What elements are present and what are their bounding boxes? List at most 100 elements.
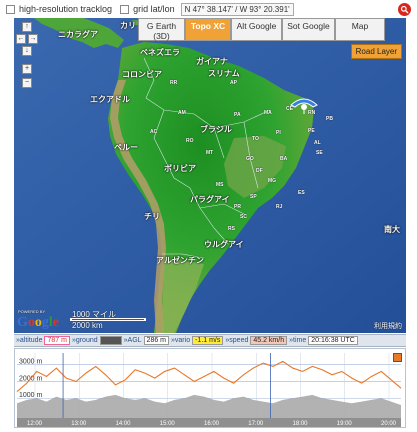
ground-value — [99, 336, 122, 345]
road-layer-button[interactable]: Road Layer — [350, 44, 402, 59]
ground-label: »ground — [71, 337, 98, 344]
grid-latlon-checkbox[interactable] — [120, 4, 130, 14]
label-peru: ペルー — [114, 143, 138, 152]
speed-label: »speed — [225, 337, 249, 344]
state-label: ES — [298, 190, 305, 196]
state-label: RR — [170, 80, 178, 86]
label-nicaragua: ニカラグア — [58, 30, 98, 39]
coordinates-readout: N 47° 38.147' / W 93° 20.391' — [180, 2, 294, 16]
state-label: SP — [250, 194, 257, 200]
zoom-out-button[interactable]: − — [22, 78, 32, 88]
map-type-tabs: G Earth (3D) Topo XC Alt Google Sot Goog… — [138, 18, 385, 41]
telemetry-bar: »altitude 787 m »ground »AGL 286 m »vari… — [14, 334, 406, 347]
label-uruguay: ウルグアイ — [204, 240, 244, 249]
terms-link[interactable]: 利用規約 — [374, 323, 402, 330]
tab-topo-xc[interactable]: Topo XC — [185, 18, 231, 41]
google-logo: Google — [17, 315, 59, 330]
state-label: AC — [150, 129, 158, 135]
label-bolivia: ボリビア — [164, 164, 196, 173]
y-tick-label: 1000 m — [19, 392, 43, 399]
time-value: 20:16:38 UTC — [308, 336, 358, 345]
agl-value: 286 m — [143, 336, 170, 345]
state-label: AL — [314, 140, 321, 146]
map-view[interactable]: G Earth (3D) Topo XC Alt Google Sot Goog… — [14, 18, 406, 333]
ground-area — [17, 394, 401, 419]
altitude-value: 787 m — [44, 336, 70, 345]
state-label: PI — [276, 130, 281, 136]
label-south-atlantic: 南大 — [384, 225, 400, 234]
time-label: »time — [289, 337, 307, 344]
pan-up-button[interactable]: ↑ — [22, 22, 32, 32]
state-label: RO — [186, 138, 194, 144]
label-paraguay: パラグアイ — [190, 195, 230, 204]
scale-label-miles: 1000 マイル — [72, 310, 117, 319]
hires-tracklog-label: high-resolution tracklog — [19, 4, 113, 14]
close-icon — [400, 5, 409, 14]
label-suriname: スリナム — [208, 69, 240, 78]
label-chile: チリ — [144, 212, 160, 221]
pan-left-button[interactable]: ← — [16, 34, 26, 44]
state-label: MS — [216, 182, 224, 188]
state-label: SE — [316, 150, 323, 156]
state-label: SC — [240, 214, 247, 220]
state-label: CE — [286, 106, 293, 112]
state-label: RN — [308, 110, 316, 116]
altitude-label: »altitude — [16, 337, 43, 344]
pan-right-button[interactable]: → — [28, 34, 38, 44]
state-label: BA — [280, 156, 288, 162]
state-label: PE — [308, 128, 315, 134]
altitude-line — [16, 360, 402, 392]
x-tick-label: 15:00 — [160, 421, 176, 427]
time-axis-band — [17, 418, 401, 427]
scale-label-km: 2000 km — [72, 321, 103, 330]
pan-down-button[interactable]: ↓ — [22, 46, 32, 56]
state-label: TO — [252, 136, 259, 142]
tab-map[interactable]: Map — [335, 18, 385, 41]
label-venezuela: ベネズエラ — [140, 48, 180, 57]
x-tick-label: 14:00 — [116, 421, 132, 427]
powered-by-label: POWERED BY — [18, 309, 46, 314]
state-label: AM — [178, 110, 186, 116]
agl-label: »AGL — [123, 337, 142, 344]
label-guyana: ガイアナ — [196, 57, 228, 66]
terrain-map — [14, 18, 406, 333]
speed-value: 45.2 km/h — [250, 336, 288, 345]
hires-tracklog-checkbox[interactable] — [6, 4, 15, 14]
close-button[interactable] — [398, 3, 411, 16]
x-tick-label: 12:00 — [27, 421, 43, 427]
state-label: MG — [268, 178, 277, 184]
zoom-in-button[interactable]: + — [22, 64, 32, 74]
label-ecuador: エクアドル — [90, 95, 130, 104]
x-tick-label: 19:00 — [337, 421, 353, 427]
state-label: RS — [228, 226, 235, 232]
tab-alt-google[interactable]: Alt Google — [231, 18, 282, 41]
tab-sot-google[interactable]: Sot Google — [282, 18, 335, 41]
x-tick-label: 17:00 — [248, 421, 264, 427]
state-label: RJ — [276, 204, 283, 210]
scale-bar — [70, 318, 146, 321]
state-label: GO — [246, 156, 254, 162]
x-tick-label: 18:00 — [293, 421, 309, 427]
tab-google-earth-3d[interactable]: G Earth (3D) — [138, 18, 185, 41]
x-tick-label: 13:00 — [71, 421, 87, 427]
map-scale: 1000 マイル 2000 km — [70, 309, 146, 331]
label-caribbean: カリ — [120, 21, 136, 30]
label-colombia: コロンビア — [122, 70, 162, 79]
x-tick-label: 16:00 — [204, 421, 220, 427]
glider-marker-icon[interactable] — [289, 95, 319, 115]
label-argentina: アルゼンチン — [156, 256, 204, 265]
state-label: PR — [234, 204, 241, 210]
state-label: PB — [326, 116, 333, 122]
state-label: DF — [256, 168, 263, 174]
state-label: MT — [206, 150, 214, 156]
vario-value: -1.1 m/s — [192, 336, 224, 345]
profile-zoom-button[interactable] — [393, 353, 402, 362]
y-tick-label: 3000 m — [19, 359, 43, 366]
vario-label: »vario — [171, 337, 191, 344]
state-label: AP — [230, 80, 237, 86]
x-tick-label: 20:00 — [381, 421, 397, 427]
label-brazil: ブラジル — [200, 125, 232, 134]
grid-latlon-label: grid lat/lon — [133, 4, 175, 14]
